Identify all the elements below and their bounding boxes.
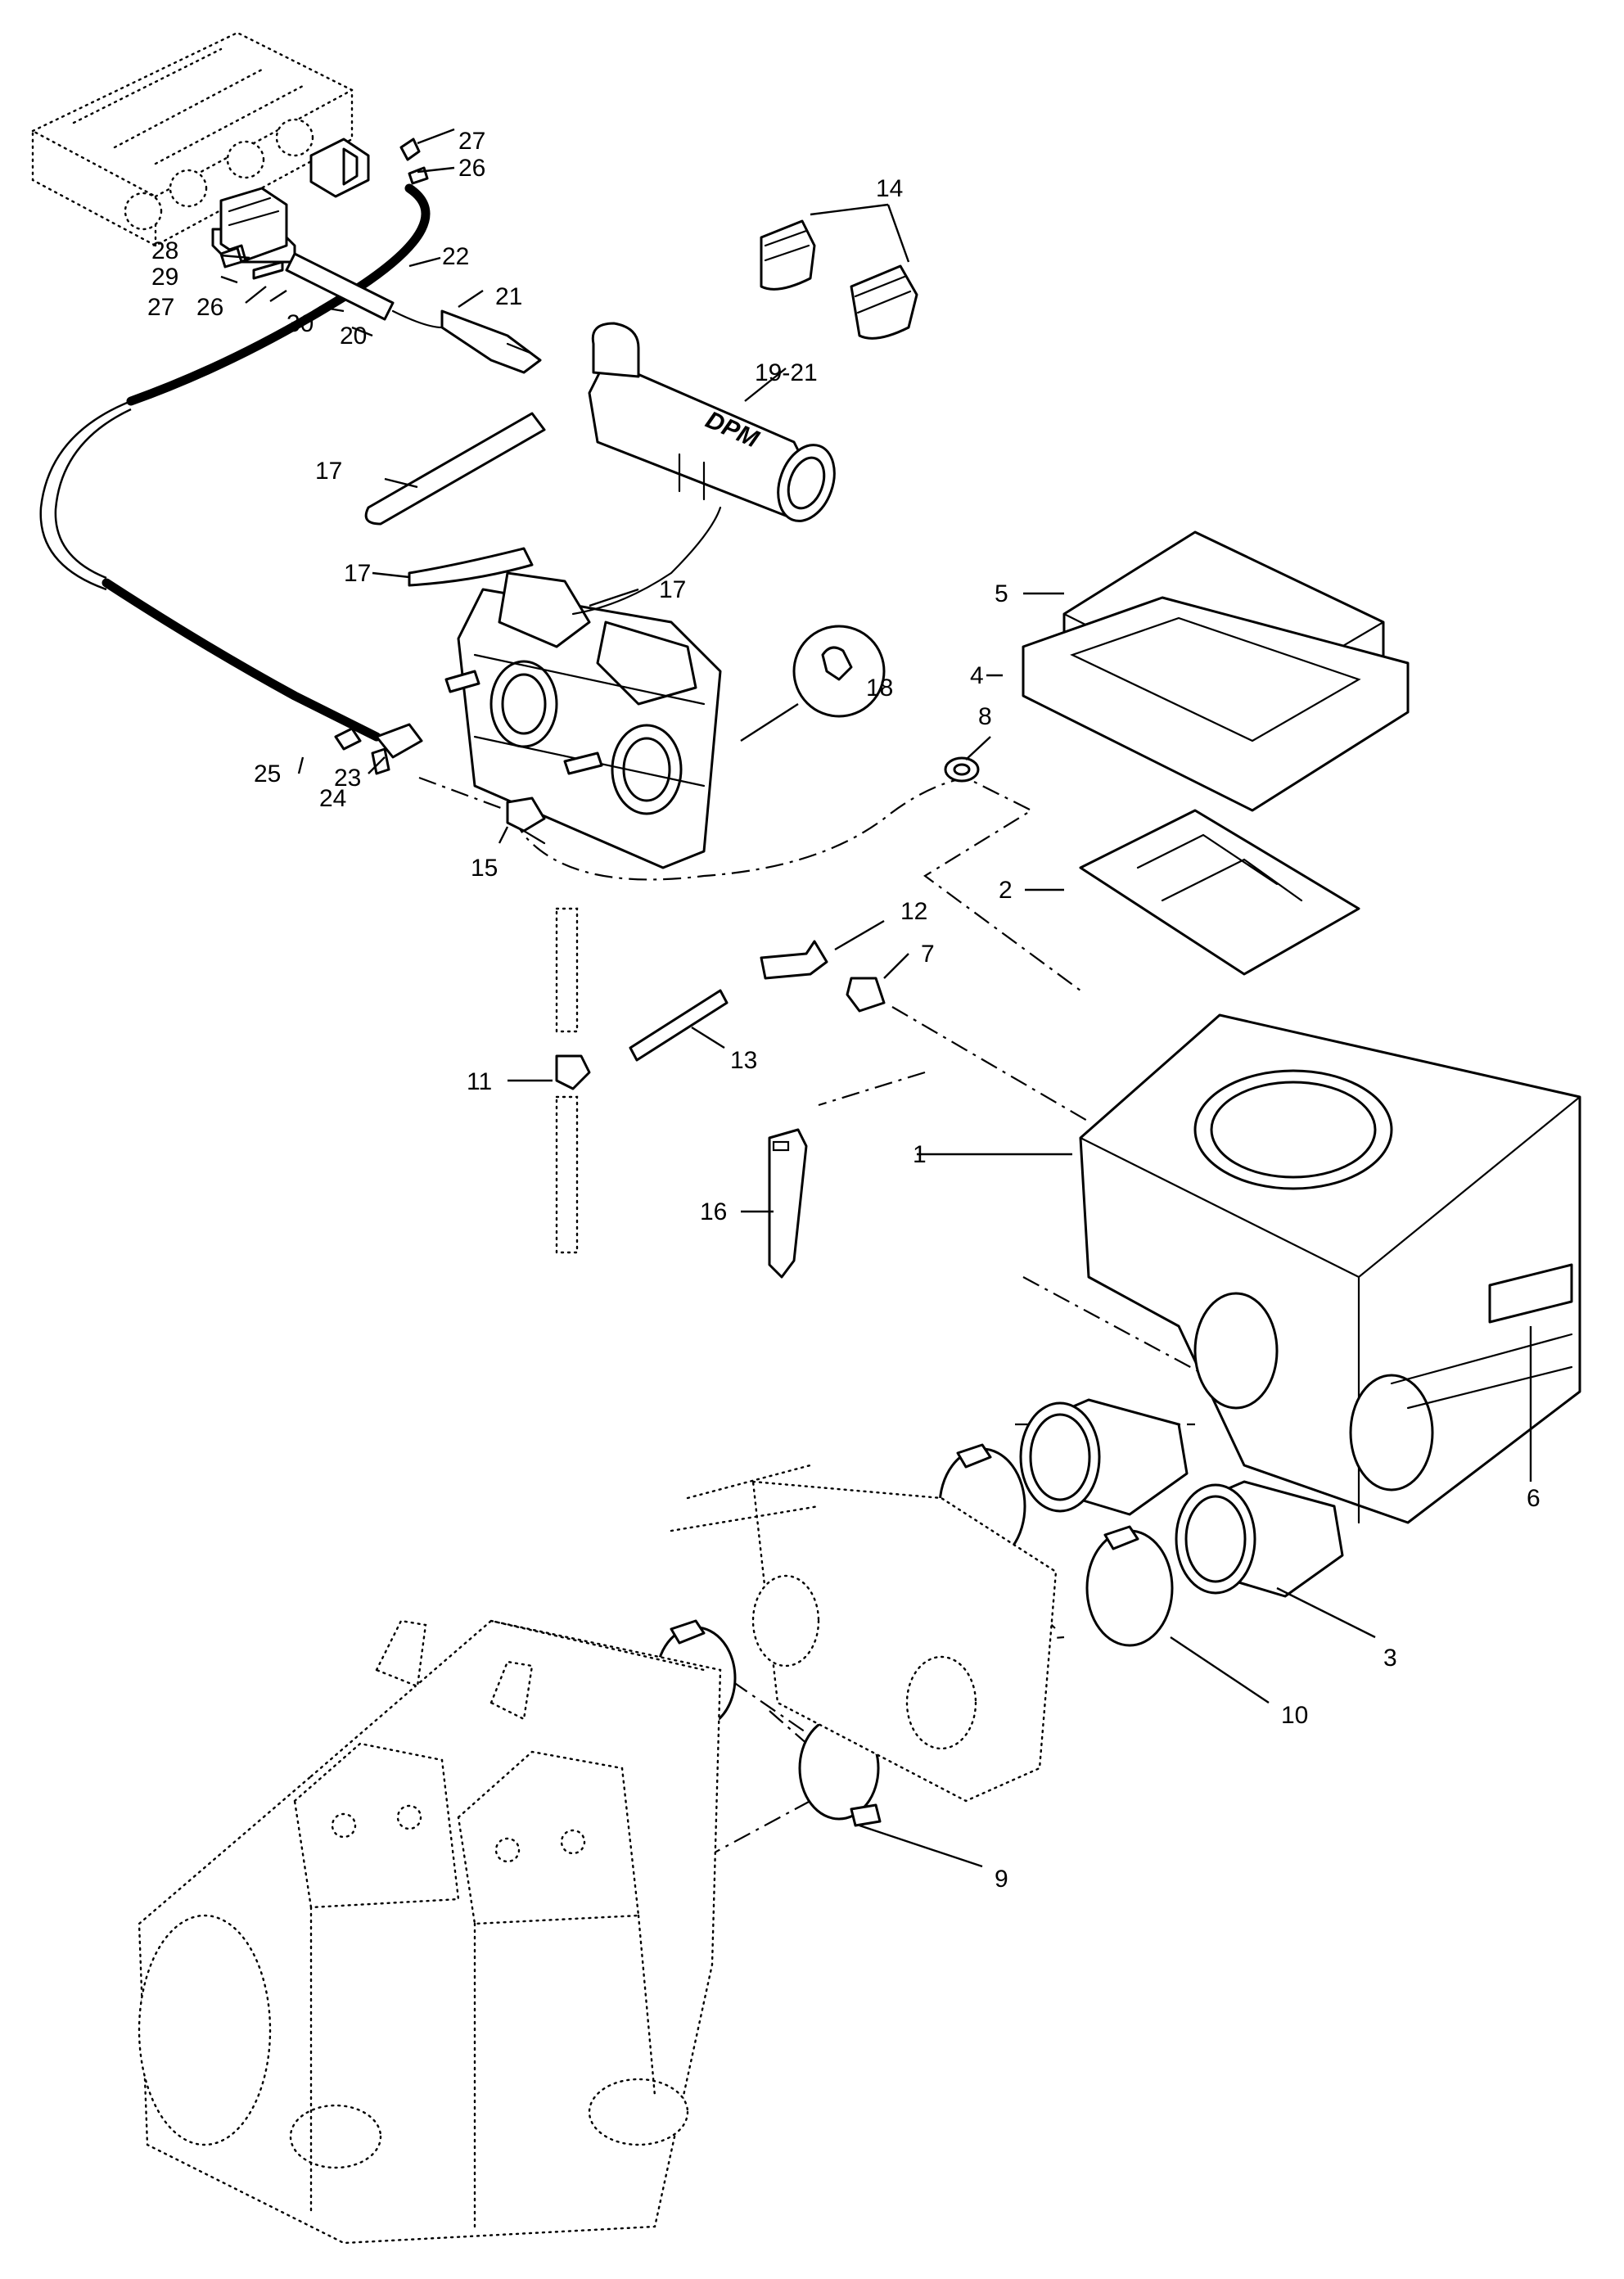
callout-19-21: 19-21: [755, 359, 818, 386]
callout-11: 11: [467, 1068, 492, 1095]
callout-25: 25: [254, 760, 281, 787]
callout-24: 24: [319, 785, 346, 812]
callout-23: 23: [334, 765, 361, 792]
engine-ghost: [138, 1619, 722, 2245]
callout-20: 20: [340, 323, 367, 350]
callout-3: 3: [1383, 1645, 1397, 1672]
callout-27: 27: [458, 128, 485, 155]
callout-8: 8: [978, 703, 992, 730]
carburetor-ghost: [670, 1464, 1058, 1803]
carburetor-assembly: [444, 506, 722, 869]
callout-18: 18: [866, 675, 893, 702]
callout-21: 21: [495, 283, 522, 310]
callout-29: 29: [151, 264, 178, 291]
adaptors-3: [1019, 1398, 1344, 1598]
callout-7: 7: [921, 941, 935, 968]
plate-2: [1079, 809, 1360, 976]
dpm-manifold: DPM: [440, 309, 836, 522]
airbox-label-6: [1488, 1263, 1573, 1324]
callout-labels: 27 26 14 22 28 29 27 26 30 20 21 19-21 1…: [147, 128, 1541, 1893]
callout-30: 30: [286, 310, 314, 337]
callout-22: 22: [442, 243, 469, 270]
airbox-1: [1079, 1013, 1581, 1524]
clips-14: [760, 219, 918, 340]
callout-5: 5: [995, 580, 1008, 607]
callout-16: 16: [700, 1198, 727, 1225]
wiring-harness: [39, 183, 460, 742]
filter-frame-4: [1022, 596, 1410, 812]
callout-17a: 17: [315, 458, 342, 485]
callout-12: 12: [900, 898, 927, 925]
callout-9: 9: [995, 1866, 1008, 1893]
callout-1: 1: [913, 1141, 927, 1168]
callout-2: 2: [999, 877, 1013, 904]
ecu-ghost: [31, 31, 354, 247]
callout-28: 28: [151, 237, 178, 264]
callout-6: 6: [1527, 1485, 1541, 1512]
callout-15: 15: [471, 855, 498, 882]
callout-26: 26: [458, 155, 485, 182]
callout-17b: 17: [344, 560, 371, 587]
callout-27b: 27: [147, 294, 174, 321]
callout-10: 10: [1281, 1702, 1308, 1729]
hose-17: [364, 412, 546, 587]
clamp-detail-18: [740, 625, 886, 742]
callout-13: 13: [730, 1047, 757, 1074]
callout-26b: 26: [196, 294, 223, 321]
callout-17c: 17: [659, 576, 686, 603]
small-parts: [334, 723, 980, 1279]
callout-14: 14: [876, 175, 903, 202]
leader-lines: [220, 128, 1532, 1868]
callout-4: 4: [970, 662, 984, 689]
connectors-top: [219, 138, 429, 280]
